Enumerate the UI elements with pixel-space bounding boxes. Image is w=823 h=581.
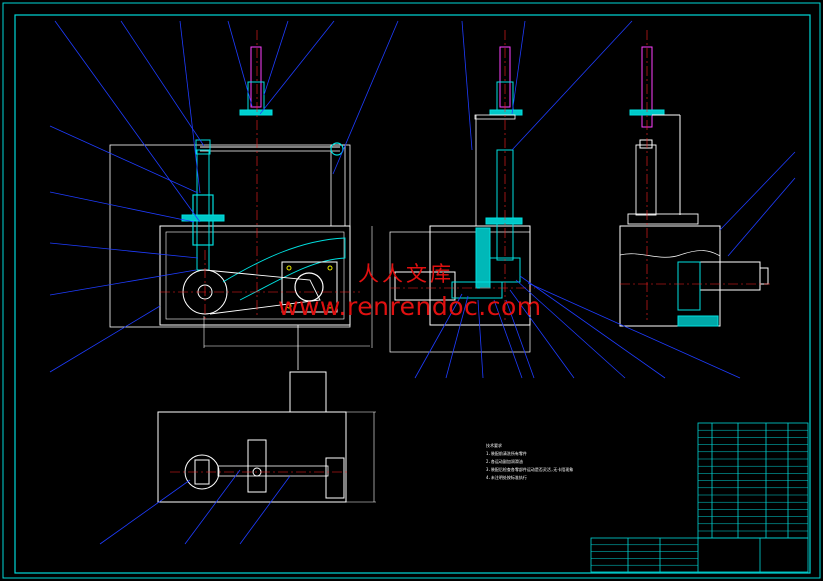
leader-18 xyxy=(477,299,484,379)
leader-1 xyxy=(54,20,201,223)
leader-11 xyxy=(49,269,197,296)
leader-3 xyxy=(179,20,201,194)
front-cylinder-flange xyxy=(181,214,225,222)
top-view xyxy=(157,371,376,503)
front-top-plate xyxy=(330,144,346,227)
side-view xyxy=(389,30,535,353)
leader-14 xyxy=(511,20,526,115)
front-motor-bolt-3 xyxy=(286,303,292,309)
leader-lines xyxy=(49,20,796,545)
leader-5 xyxy=(263,20,289,96)
technical-notes: 技术要求 1.装配前清洗所有零件 2.各运动副加润滑油 3.装配后检查各零部件运… xyxy=(486,442,573,482)
front-pulley-small xyxy=(330,142,344,156)
right-housing xyxy=(619,225,721,327)
side-motor xyxy=(394,271,456,301)
leader-4 xyxy=(227,20,253,107)
side-gearbox xyxy=(451,281,503,299)
sheet-border-inner xyxy=(14,14,811,574)
top-end-block xyxy=(325,457,345,499)
right-column-base xyxy=(627,213,699,225)
watermark-cn: 人人文库 xyxy=(358,262,454,286)
leader-8 xyxy=(49,125,199,194)
right-cylinder-top xyxy=(639,139,653,149)
leader-17 xyxy=(445,295,469,379)
notes-line-1: 1.装配前清洗所有零件 xyxy=(486,451,527,456)
right-base-foot xyxy=(677,315,719,327)
parts-rows xyxy=(591,429,808,566)
leader-9 xyxy=(49,191,195,223)
top-base-plate xyxy=(157,411,347,503)
leader-28 xyxy=(184,469,241,545)
front-motor-bolt-4 xyxy=(327,303,333,309)
top-slider-block xyxy=(247,439,267,493)
right-cylinder xyxy=(635,144,657,216)
side-support-arm xyxy=(474,114,516,120)
notes-line-2: 2.各运动副加润滑油 xyxy=(486,459,523,464)
leader-16 xyxy=(414,293,463,379)
side-cylinder-flange xyxy=(485,217,523,225)
side-lower-frame xyxy=(389,231,531,353)
notes-line-3: 3.装配后检查各零部件运动是否灵活,无卡阻现象 xyxy=(486,467,574,472)
leader-10 xyxy=(49,242,199,259)
front-view xyxy=(109,30,373,370)
leader-23 xyxy=(519,275,666,379)
leader-6 xyxy=(259,20,335,115)
leader-20 xyxy=(505,299,535,379)
right-break-line xyxy=(619,250,721,258)
watermark-url: www.renrendoc.com xyxy=(278,292,542,321)
front-linkage xyxy=(204,269,321,315)
front-rod-flange xyxy=(239,109,273,116)
right-view xyxy=(619,30,770,327)
leader-13 xyxy=(461,20,473,151)
leader-15 xyxy=(511,20,633,151)
front-motor-bolt-2 xyxy=(327,265,333,271)
top-rail xyxy=(217,465,329,477)
leader-27 xyxy=(99,479,191,545)
title-table xyxy=(590,537,809,573)
leader-22 xyxy=(515,279,626,379)
leader-25 xyxy=(719,151,796,231)
front-upper-cover xyxy=(109,144,351,328)
leader-19 xyxy=(493,299,523,379)
side-column-flange xyxy=(489,109,523,116)
front-clamp xyxy=(195,139,211,155)
top-motor-box xyxy=(289,371,327,413)
leader-24 xyxy=(527,282,741,379)
leader-12 xyxy=(49,305,161,373)
side-center-post xyxy=(475,227,491,289)
notes-title: 技术要求 xyxy=(486,443,502,448)
leader-21 xyxy=(509,289,575,379)
leader-26 xyxy=(727,177,796,257)
leader-2 xyxy=(120,20,205,147)
notes-line-4: 4.未注明处按标准执行 xyxy=(486,475,527,480)
front-motor-plate xyxy=(281,261,338,313)
leader-7 xyxy=(332,20,399,175)
front-motor-bolt-1 xyxy=(286,265,292,271)
front-vertical-rod xyxy=(250,46,262,108)
leader-29 xyxy=(239,475,291,545)
front-cam-arm xyxy=(222,237,346,301)
right-coupling xyxy=(677,261,701,311)
front-motor-disc xyxy=(294,272,324,302)
